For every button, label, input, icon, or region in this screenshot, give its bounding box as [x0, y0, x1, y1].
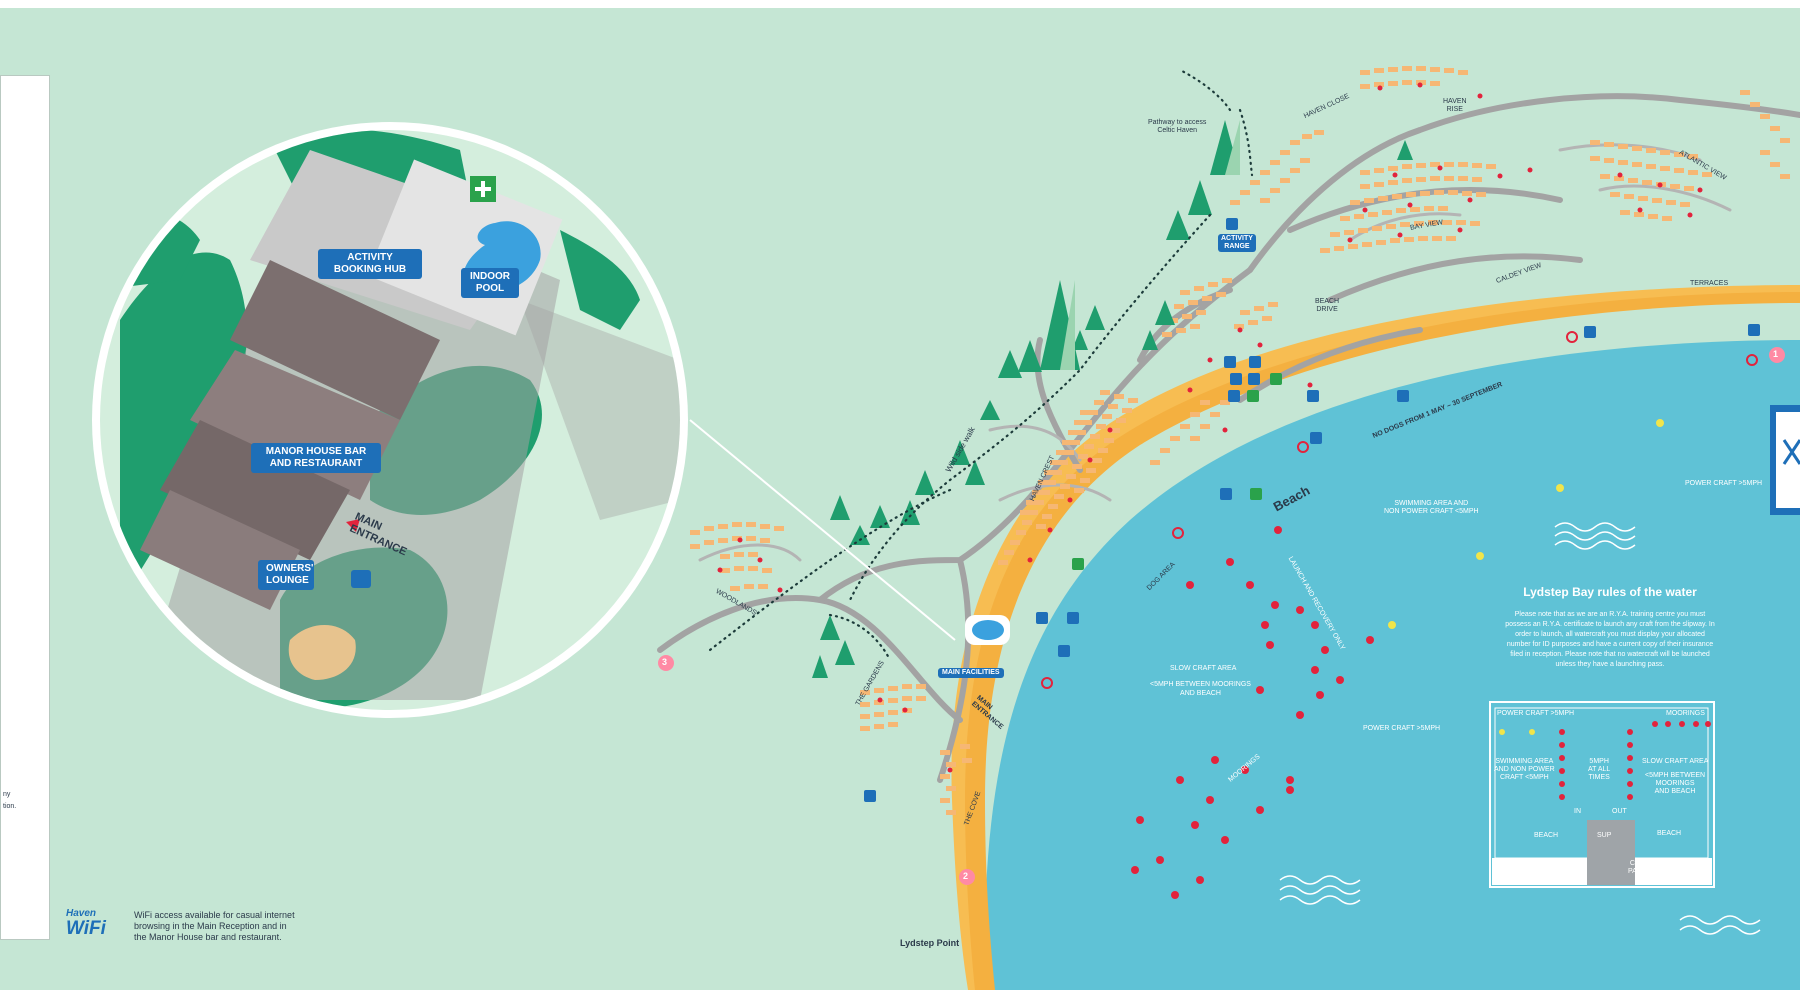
rules-diagram — [1489, 701, 1715, 888]
wifi-logo: Haven WiFi — [66, 908, 130, 939]
inset-map — [92, 122, 688, 718]
marker-1: 1 — [1773, 349, 1779, 359]
diagram-speed: 5MPH AT ALL TIMES — [1588, 758, 1611, 781]
lydstep-point-label: Lydstep Point — [900, 938, 960, 948]
pitch-markers — [717, 82, 1703, 773]
diagram-swimming: SWIMMING AREA AND NON POWER CRAFT <5MPH — [1494, 758, 1555, 781]
number-markers — [658, 347, 1785, 885]
diagram-out: OUT — [1612, 808, 1627, 815]
bottom-white-band — [0, 990, 1800, 1000]
activity-hub-label: ACTIVITY BOOKING HUB — [318, 249, 422, 279]
mooring-buoys — [1131, 526, 1374, 899]
power-craft-right-label: POWER CRAFT >5MPH — [1685, 480, 1763, 487]
tree-group — [812, 120, 1413, 678]
diagram-sup: SUP — [1597, 832, 1612, 839]
diagram-beach-right: BEACH — [1657, 830, 1682, 837]
haven-rise-label: HAVEN RISE — [1443, 98, 1467, 113]
terraces-label: TERRACES — [1690, 280, 1729, 287]
diagram-moorings: MOORINGS — [1666, 710, 1705, 717]
red-rings — [1041, 331, 1758, 689]
owners-lounge-label: OWNERS' LOUNGE — [258, 560, 314, 590]
power-craft-label: POWER CRAFT >5MPH — [1363, 725, 1441, 732]
diagram-beach-left: BEACH — [1534, 832, 1559, 839]
facility-icons — [864, 218, 1760, 802]
caravan-clusters — [690, 66, 1790, 815]
wifi-logo-top: Haven — [66, 908, 97, 919]
beach-drive-label: BEACH DRIVE — [1315, 298, 1340, 313]
inset-connector — [689, 419, 956, 641]
entrance-arrow-icon — [346, 519, 360, 532]
marker-3: 3 — [662, 657, 668, 667]
slow-craft-sub-label: <5MPH BETWEEN MOORINGS AND BEACH — [1150, 681, 1251, 697]
wifi-text: WiFi access available for casual interne… — [134, 910, 295, 942]
diagram-power-craft: POWER CRAFT >5MPH — [1497, 710, 1575, 717]
legend-panel: ny tion. — [0, 75, 50, 940]
activity-range-label: ACTIVITY RANGE — [1218, 234, 1256, 252]
wifi-logo-bottom: WiFi — [66, 918, 106, 939]
legend-fragment-2: tion. — [3, 803, 17, 810]
diagram-slow-sub: <5MPH BETWEEN MOORINGS AND BEACH — [1645, 772, 1706, 795]
slow-craft-label: SLOW CRAFT AREA — [1170, 665, 1237, 672]
green-icons — [1072, 373, 1282, 570]
main-facilities-label: MAIN FACILITIES — [938, 668, 1004, 678]
diagram-slow-craft: SLOW CRAFT AREA — [1642, 758, 1709, 765]
accessible-icon — [351, 570, 371, 588]
manor-house-label: MANOR HOUSE BAR AND RESTAURANT — [251, 443, 381, 473]
wave-symbols — [1279, 522, 1761, 935]
rules-body: Please note that as we are an R.Y.A. tra… — [1505, 611, 1715, 668]
indoor-pool-label: INDOOR POOL — [461, 268, 519, 298]
pathway-label: Pathway to access Celtic Haven — [1148, 119, 1207, 134]
legend-fragment-1: ny — [3, 791, 11, 798]
marker-2: 2 — [963, 871, 969, 881]
walk-paths — [708, 68, 1254, 662]
rules-title: Lydstep Bay rules of the water — [1523, 585, 1697, 599]
swimming-area-label: SWIMMING AREA AND NON POWER CRAFT <5MPH — [1384, 500, 1479, 515]
diagram-in: IN — [1574, 808, 1581, 815]
yellow-buoys — [1388, 419, 1664, 629]
diagram-car-park: CAR PARK — [1628, 860, 1647, 875]
